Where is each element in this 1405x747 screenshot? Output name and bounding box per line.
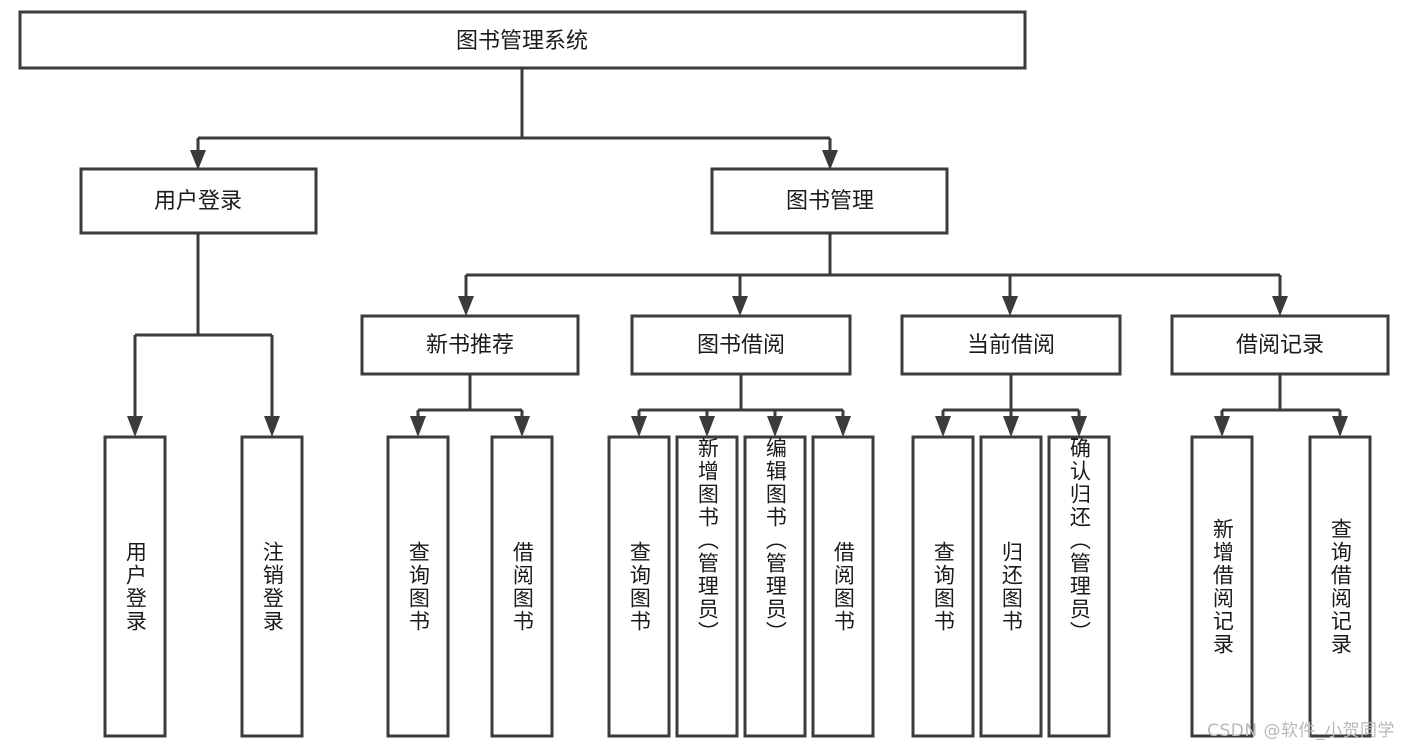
node-current-borrow-label: 当前借阅	[967, 333, 1055, 358]
node-current-borrow[interactable]: 当前借阅	[900, 314, 1122, 376]
leaf-box-current-borrow-2[interactable]	[979, 435, 1043, 738]
arrow-head-leaf-user-login-1	[127, 416, 143, 437]
arrow-head-leaf-current-borrow-1	[935, 416, 951, 437]
arrow-head-leaf-new-book-1	[410, 416, 426, 437]
node-book-manage[interactable]: 图书管理	[710, 167, 949, 235]
node-borrow-record[interactable]: 借阅记录	[1170, 314, 1390, 376]
arrow-head-leaf-book-borrow-1	[631, 416, 647, 437]
arrow-head-user-login	[190, 150, 206, 170]
leaf-box-user-login-1[interactable]	[103, 435, 167, 738]
arrow-head-leaf-current-borrow-2	[1003, 416, 1019, 437]
arrow-head-book-borrow	[732, 296, 748, 316]
node-book-borrow-label: 图书借阅	[697, 333, 785, 358]
leaf-box-group	[103, 435, 1372, 738]
arrow-head-leaf-current-borrow-3	[1071, 416, 1087, 437]
node-new-book-recommend-label: 新书推荐	[426, 333, 514, 358]
node-book-manage-box[interactable]	[710, 167, 949, 235]
leaf-box-book-borrow-4[interactable]	[811, 435, 875, 738]
node-borrow-record-label: 借阅记录	[1236, 333, 1324, 358]
leaf-box-current-borrow-3[interactable]	[1047, 435, 1111, 738]
arrow-head-leaf-user-login-2	[264, 416, 280, 437]
node-book-manage-label: 图书管理	[786, 189, 874, 214]
arrow-head-leaf-book-borrow-2	[699, 416, 715, 437]
node-user-login-label: 用户登录	[154, 189, 242, 214]
node-root[interactable]: 图书管理系统	[18, 10, 1027, 70]
node-current-borrow-box[interactable]	[900, 314, 1122, 376]
leaf-box-new-book-2[interactable]	[490, 435, 554, 738]
node-root-box[interactable]	[18, 10, 1027, 70]
leaf-box-new-book-1[interactable]	[386, 435, 450, 738]
node-borrow-record-box[interactable]	[1170, 314, 1390, 376]
arrow-head-current-borrow	[1002, 296, 1018, 316]
leaf-box-user-login-2[interactable]	[240, 435, 304, 738]
leaf-box-book-borrow-1[interactable]	[607, 435, 671, 738]
connector-group	[127, 68, 1348, 437]
arrow-head-borrow-record	[1272, 296, 1288, 316]
arrow-head-leaf-new-book-2	[514, 416, 530, 437]
leaf-box-current-borrow-1[interactable]	[911, 435, 975, 738]
node-user-login[interactable]: 用户登录	[79, 167, 318, 235]
arrow-head-new-book	[458, 296, 474, 316]
leaf-box-book-borrow-2[interactable]	[675, 435, 739, 738]
node-book-borrow-box[interactable]	[630, 314, 852, 376]
arrow-head-leaf-book-borrow-3	[767, 416, 783, 437]
node-book-borrow[interactable]: 图书借阅	[630, 314, 852, 376]
arrow-head-leaf-borrow-record-2	[1332, 416, 1348, 437]
node-new-book-recommend[interactable]: 新书推荐	[360, 314, 580, 376]
leaf-box-borrow-record-1[interactable]	[1190, 435, 1254, 738]
node-root-label: 图书管理系统	[456, 29, 588, 54]
leaf-box-borrow-record-2[interactable]	[1308, 435, 1372, 738]
watermark-text: CSDN @软件_小贺同学	[1207, 721, 1395, 741]
leaf-box-book-borrow-3[interactable]	[743, 435, 807, 738]
arrow-head-leaf-book-borrow-4	[835, 416, 851, 437]
node-new-book-recommend-box[interactable]	[360, 314, 580, 376]
arrow-head-leaf-borrow-record-1	[1214, 416, 1230, 437]
node-user-login-box[interactable]	[79, 167, 318, 235]
arrow-head-book-manage	[822, 150, 838, 170]
